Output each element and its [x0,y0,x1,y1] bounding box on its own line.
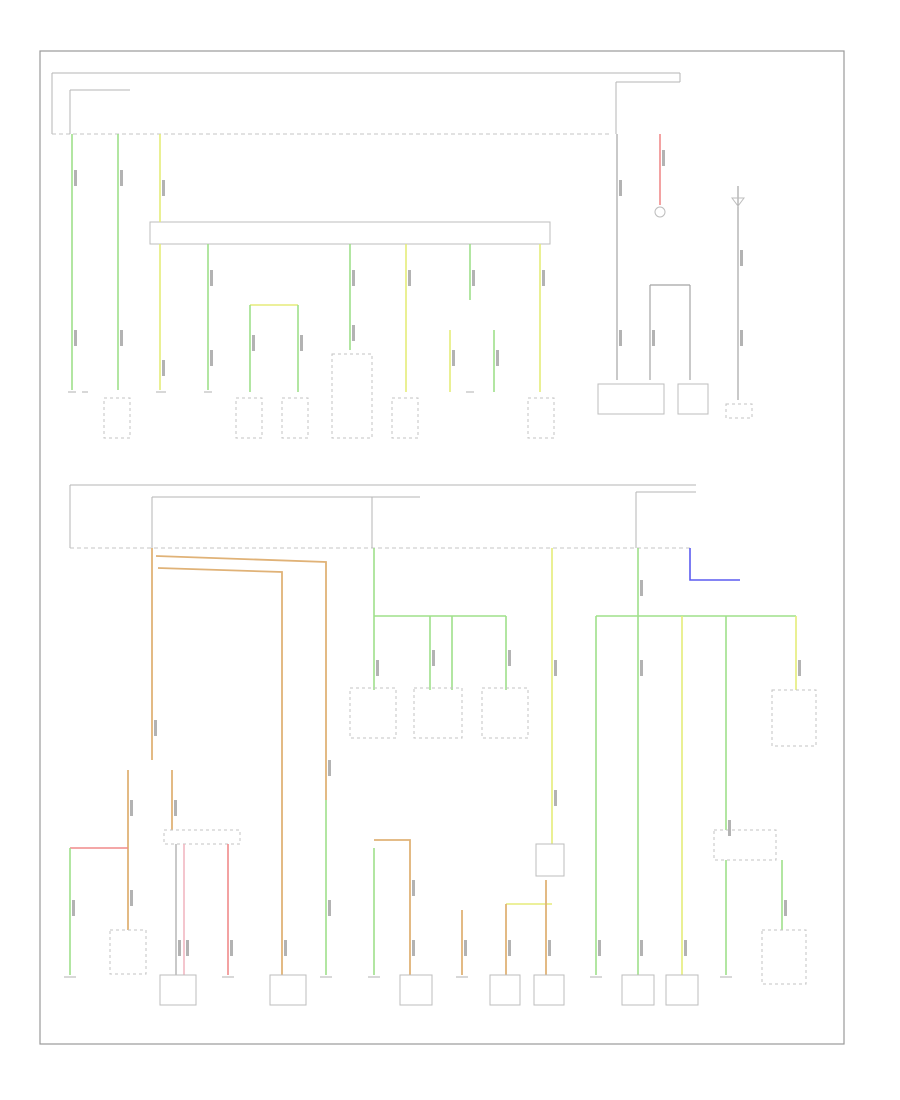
component-mid-2 [413,687,463,739]
wire-code-mark [120,170,123,186]
relay-coil-circle [654,206,666,218]
bottom-section [64,484,817,1006]
wire-code-mark [178,940,181,956]
wire-code-mark [74,330,77,346]
component-box-8 [677,383,709,415]
wire-code-mark [598,940,601,956]
component-box-7 [597,383,665,415]
component-mid-3 [481,687,529,739]
wire-code-mark [652,330,655,346]
component-box-9 [725,403,753,419]
wire-code-mark [210,270,213,286]
component-bottom-6 [533,974,565,1006]
wire-code-mark [154,720,157,736]
splice-junction-bar [149,221,551,245]
component-bottom-5 [489,974,521,1006]
wire-code-mark [284,940,287,956]
component-mid-1 [349,687,397,739]
wire-code-mark [300,335,303,351]
component-bottom-4 [399,974,433,1006]
component-bottom-1 [109,929,147,975]
wire-code-mark [542,270,545,286]
wire-code-mark [186,940,189,956]
component-box-4 [331,353,373,439]
wire-code-mark [640,580,643,596]
wire-code-mark [464,940,467,956]
wire-code-mark [412,940,415,956]
wire-code-mark [130,800,133,816]
wire-code-mark [352,325,355,341]
component-right-upper [771,689,817,747]
wire-code-mark [130,890,133,906]
wire-code-mark [640,660,643,676]
component-bottom-3 [269,974,307,1006]
wire-code-mark [408,270,411,286]
wire-bottom-orange-a [374,839,411,975]
wire-code-mark [662,150,665,166]
wire-code-mark [619,180,622,196]
wire-code-mark [376,660,379,676]
wire-code-mark [432,650,435,666]
wire-code-mark [548,940,551,956]
wire-code-mark [230,940,233,956]
wire-code-mark [412,880,415,896]
wire-code-mark [328,900,331,916]
component-bottom-2 [159,974,197,1006]
wire-code-mark [472,270,475,286]
wire-code-marks [72,150,801,956]
component-box-3 [281,397,309,439]
right-sensor-symbol [731,197,745,207]
wire-code-mark [120,330,123,346]
wire-code-mark [640,940,643,956]
wire-code-mark [452,350,455,366]
component-right-lower [761,929,807,985]
wire-code-mark [252,335,255,351]
wire-blue [689,548,740,581]
component-bottom-7 [621,974,655,1006]
wire-code-mark [496,350,499,366]
wire-code-mark [554,660,557,676]
wire-code-mark [728,820,731,836]
component-box-2 [235,397,263,439]
wire-code-mark [619,330,622,346]
component-bottom-8 [665,974,699,1006]
wire-code-mark [162,180,165,196]
component-box-5 [391,397,419,439]
wire-code-mark [554,790,557,806]
wire-code-mark [210,350,213,366]
wire-code-mark [74,170,77,186]
wire-code-mark [174,800,177,816]
wire-code-mark [740,250,743,266]
wire-code-mark [798,660,801,676]
wire-code-mark [508,650,511,666]
wire-code-mark [508,940,511,956]
component-box-1 [103,397,131,439]
wire-code-mark [352,270,355,286]
wire-orange-long [155,555,327,800]
connector-left-cluster [163,829,241,845]
wire-orange-mid [157,567,283,975]
wire-code-mark [740,330,743,346]
wire-code-mark [328,760,331,776]
connector-right-cluster [713,829,777,861]
top-section [51,72,753,439]
wire-code-mark [684,940,687,956]
wire-code-mark [162,360,165,376]
component-box-6 [527,397,555,439]
wire-code-mark [72,900,75,916]
diagram-frame [39,50,845,1045]
component-center-module [535,843,565,877]
wire-code-mark [784,900,787,916]
